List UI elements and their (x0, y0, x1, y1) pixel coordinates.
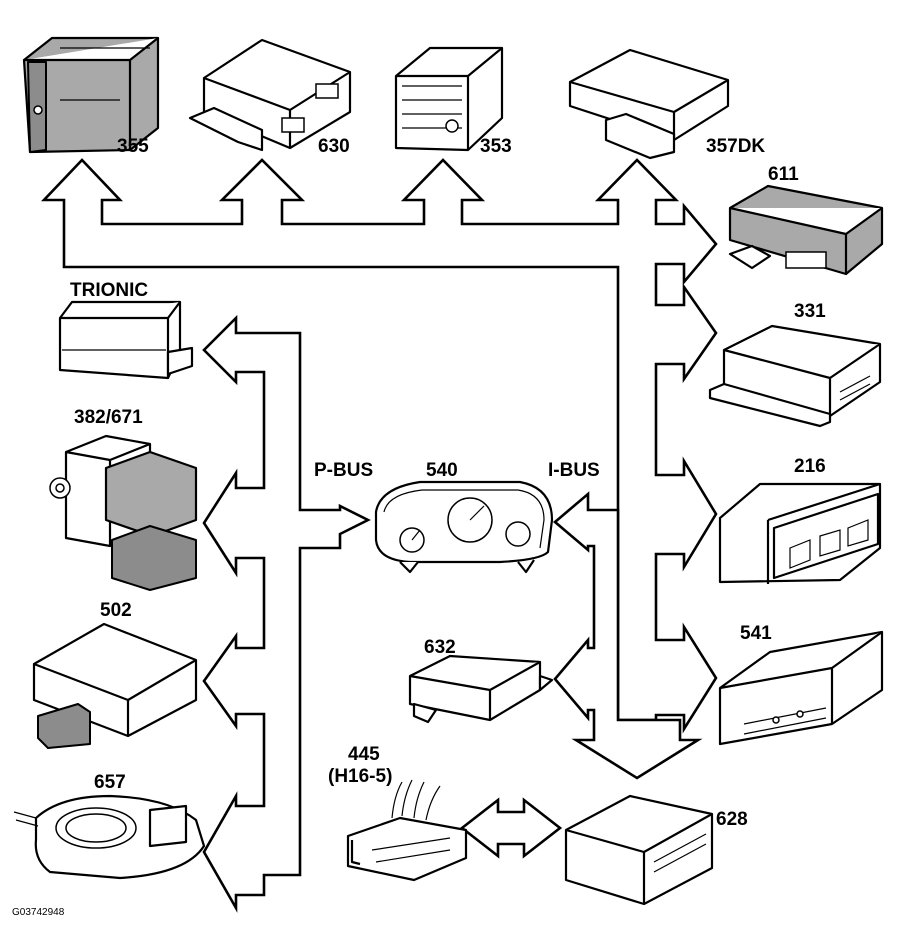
module-357dk-image (568, 48, 730, 160)
module-382-671-image (49, 434, 198, 591)
module-632-image (408, 654, 554, 724)
label-216: 216 (794, 456, 826, 477)
module-445-image (346, 779, 468, 882)
label-445-sub: (H16-5) (328, 766, 393, 787)
label-611: 611 (768, 164, 799, 185)
label-657: 657 (94, 772, 126, 793)
label-pbus: P-BUS (314, 460, 374, 481)
label-541: 541 (740, 623, 772, 644)
module-628-image (564, 794, 714, 906)
label-357dk: 357DK (706, 136, 766, 157)
module-630-image (188, 38, 352, 152)
module-540-image (374, 480, 554, 574)
figure-id: G03742948 (12, 907, 65, 918)
module-216-image (718, 482, 882, 584)
label-628: 628 (716, 809, 748, 830)
diag-link-arrow (459, 797, 563, 859)
module-353-image (394, 46, 504, 152)
module-355-image (22, 36, 160, 154)
label-355: 355 (117, 136, 149, 157)
module-502-image (32, 622, 198, 749)
label-540: 540 (426, 460, 458, 481)
module-trionic-image (58, 300, 194, 380)
label-ibus: I-BUS (548, 460, 600, 481)
module-657-image (13, 794, 206, 880)
ibus-arrow (552, 491, 703, 780)
top-bus-arrow (40, 158, 718, 734)
label-630: 630 (318, 136, 350, 157)
label-382-671: 382/671 (74, 407, 143, 428)
label-632: 632 (424, 637, 456, 658)
label-502: 502 (100, 600, 132, 621)
label-445: 445 (348, 744, 380, 765)
label-353: 353 (480, 136, 512, 157)
label-trionic: TRIONIC (70, 280, 149, 301)
pbus-arrow (202, 314, 371, 913)
module-331-image (708, 324, 882, 428)
module-611-image (728, 184, 884, 276)
label-331: 331 (794, 301, 826, 322)
module-541-image (718, 630, 884, 746)
